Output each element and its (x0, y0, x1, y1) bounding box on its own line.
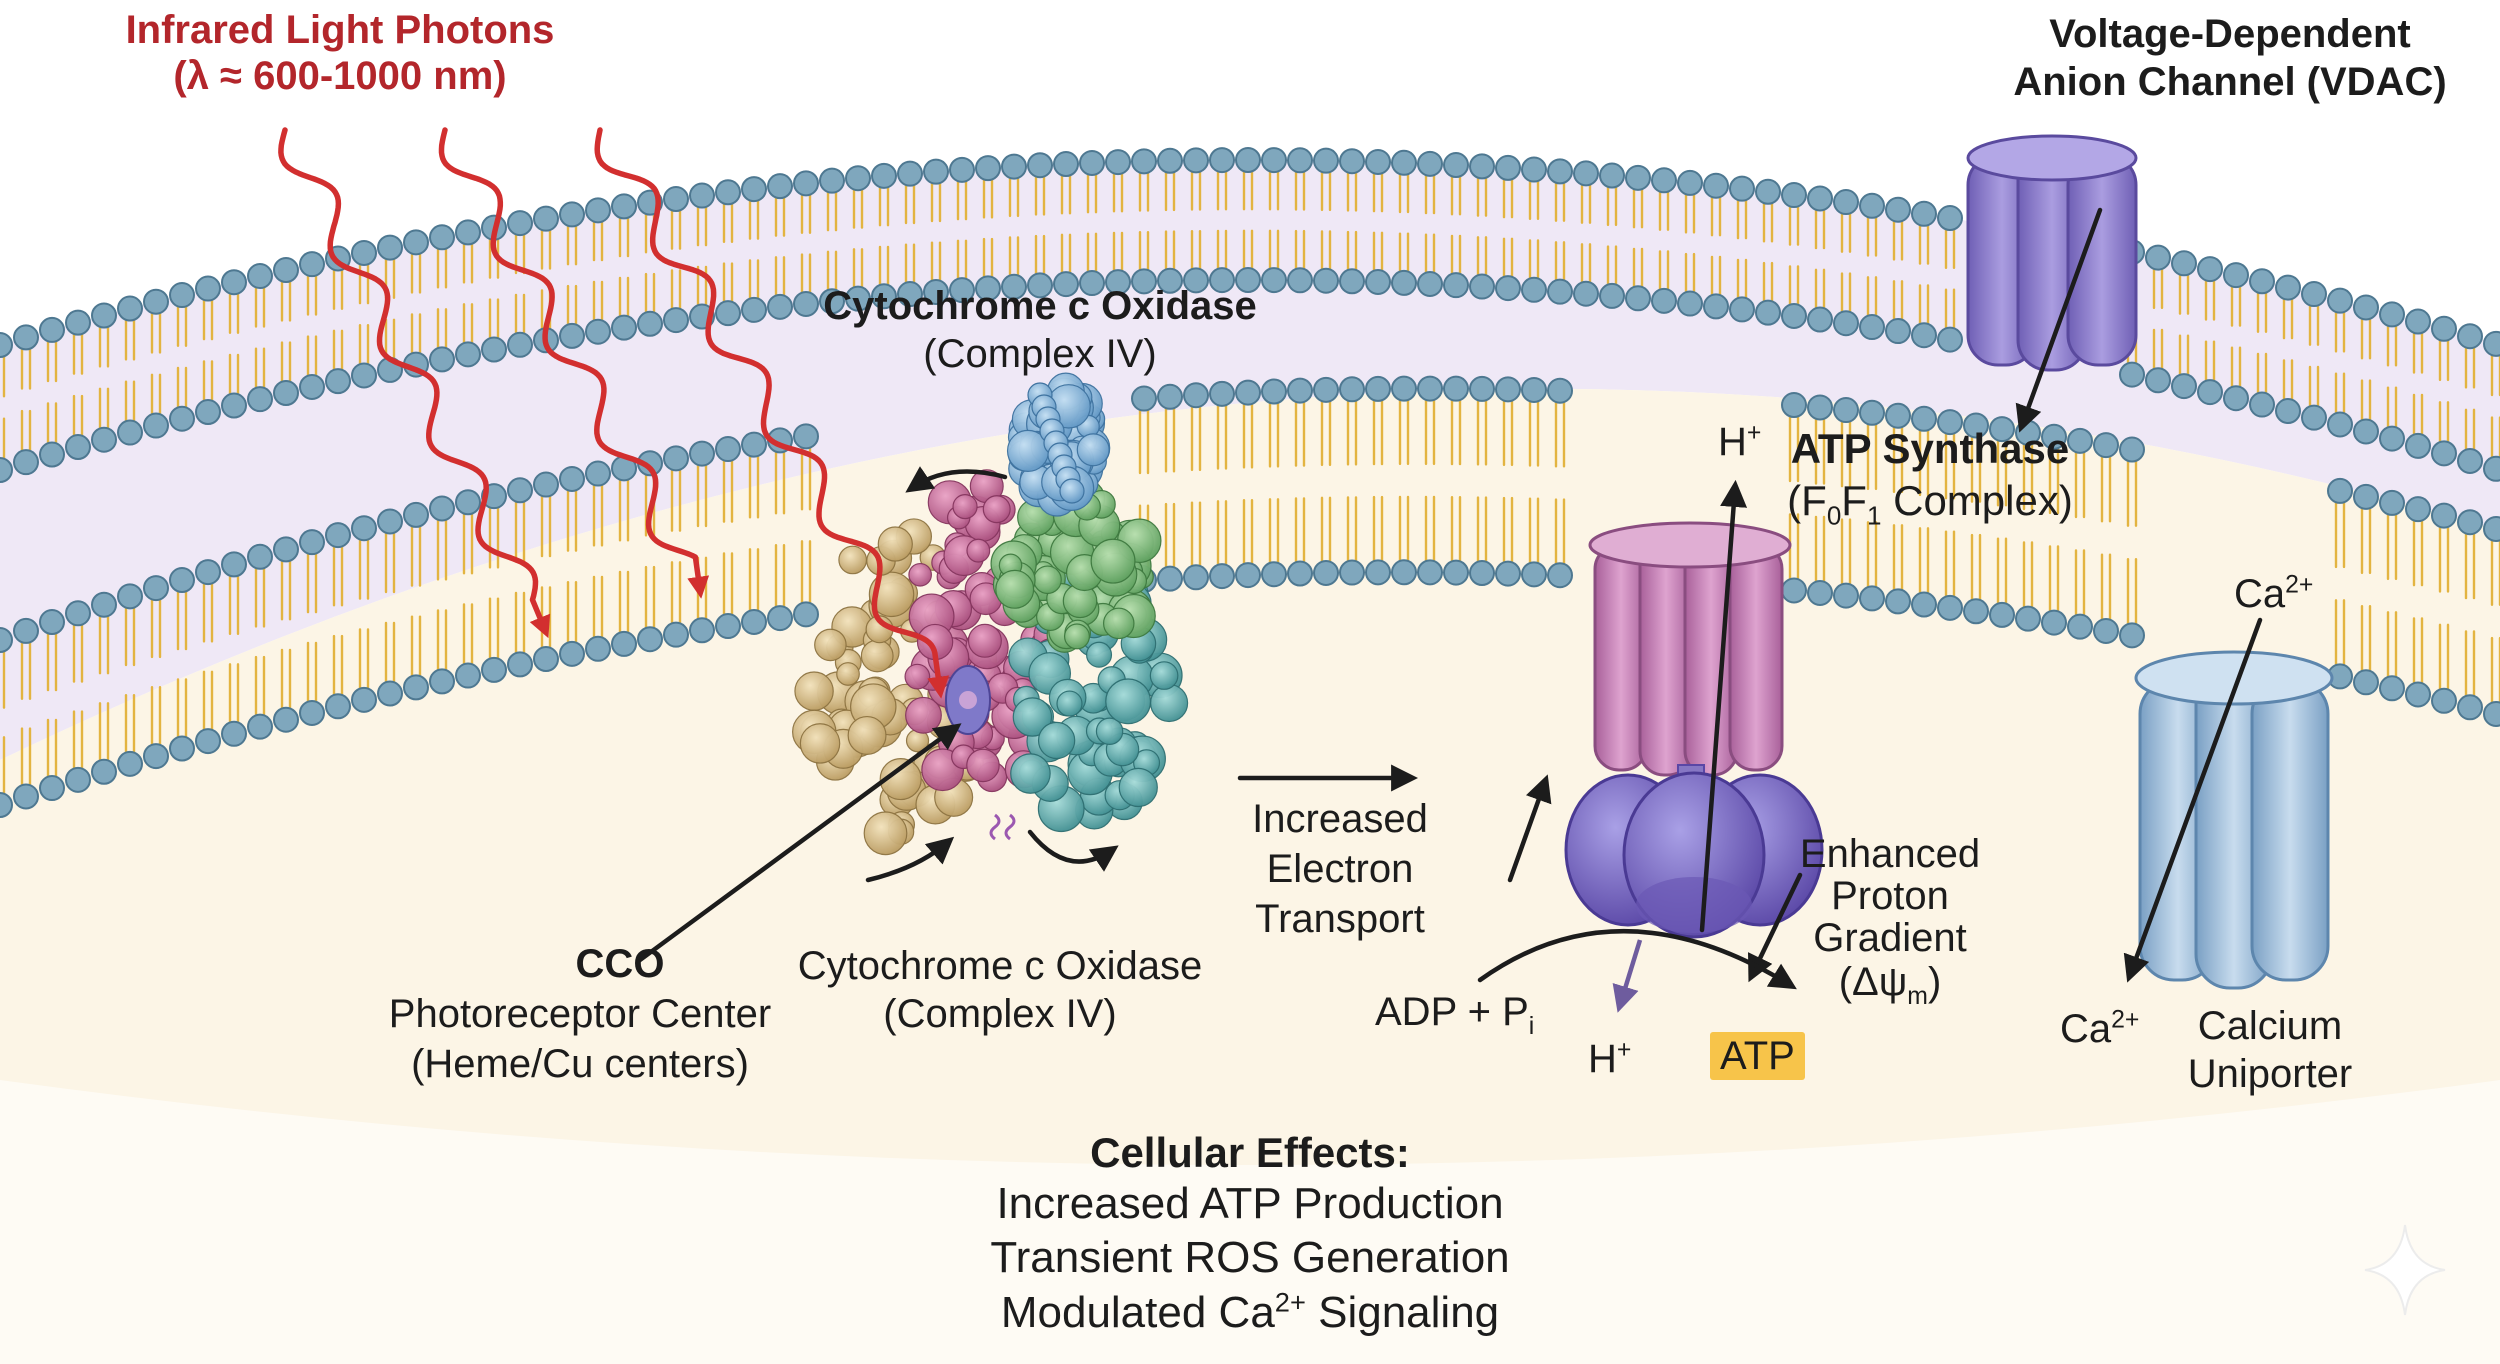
gradient-arrow (1748, 872, 1803, 983)
effect-atp-production: Increased ATP Production (996, 1179, 1504, 1228)
electron-transport-line3: Transport (1255, 897, 1425, 941)
calcium-uptake-arrow (2123, 617, 2263, 983)
cco-pointer-arrow (637, 723, 962, 963)
cytochrome-c-oxidase-protein (792, 372, 1189, 856)
ca-bottom-label: Ca2+ (2060, 1006, 2140, 1051)
infrared-title: Infrared Light Photons (125, 8, 555, 52)
adp-pi-label: ADP + Pi (1375, 990, 1535, 1040)
effects-title: Cellular Effects: (1090, 1129, 1410, 1176)
photon-wave-icon (594, 127, 950, 699)
cco-bottom-subtitle: (Complex IV) (883, 992, 1117, 1036)
rotation-arrow-left (865, 836, 955, 883)
effect-ros-generation: Transient ROS Generation (990, 1233, 1510, 1282)
cco-bottom-title: Cytochrome c Oxidase (797, 944, 1203, 988)
electron-transport-line2: Electron (1266, 847, 1414, 891)
photon-wave-icon (278, 127, 551, 639)
h-plus-bottom: H+ (1588, 1036, 1632, 1081)
atp-synthase-title: ATP Synthase (1790, 425, 2070, 472)
atp-synthase-subtitle: (F0F1 Complex) (1787, 477, 2073, 531)
inner-membrane (0, 375, 2500, 818)
gradient-symbol: (Δψm) (1838, 960, 1942, 1010)
rotation-arrow-top (905, 466, 1008, 493)
photon-wave-icon (438, 127, 710, 599)
vdac-transport-arrow (2015, 207, 2103, 433)
cco-abbrev: CCO (575, 942, 665, 986)
proton-pump-arrow (1699, 479, 1748, 933)
photoreceptor-core (945, 665, 1016, 841)
vdac-label-line2: Anion Channel (VDAC) (2013, 60, 2447, 104)
photoreceptor-line1: Photoreceptor Center (388, 992, 772, 1036)
uniporter-line1: Calcium (2197, 1004, 2343, 1048)
gradient-line3: Gradient (1813, 916, 1967, 960)
electron-transport-line1: Increased (1252, 797, 1428, 841)
cco-top-subtitle: (Complex IV) (923, 332, 1157, 376)
flow-arrows (637, 207, 2263, 990)
sparkle-icon (2364, 1224, 2446, 1316)
calcium-uniporter (2134, 650, 2334, 990)
uniporter-line2: Uniporter (2187, 1052, 2353, 1096)
atp-label: ATP (1710, 1032, 1805, 1080)
effect-calcium-signaling: Modulated Ca2+ Signaling (1000, 1286, 1500, 1337)
vdac-label-line1: Voltage-Dependent (2049, 12, 2411, 56)
photoreceptor-line2: (Heme/Cu centers) (411, 1042, 749, 1086)
lower-fade (0, 1080, 2500, 1364)
infrared-photon-arrows (278, 127, 950, 699)
h-plus-top: H+ (1718, 419, 1762, 464)
cco-top-title: Cytochrome c Oxidase (823, 284, 1257, 328)
adp-to-atp-arrow (1477, 929, 1797, 990)
gradient-line1: Enhanced (1799, 832, 1981, 876)
gradient-line2: Proton (1831, 874, 1949, 918)
atp-synthase (1564, 521, 1824, 939)
rotation-arrow-right (1027, 829, 1119, 872)
vdac-channel (1966, 134, 2138, 372)
proton-flow-arrow (1507, 774, 1552, 883)
ca-top-label: Ca2+ (2234, 571, 2314, 616)
proton-release-arrow (1612, 939, 1643, 1013)
outer-membrane (0, 147, 2500, 483)
infrared-wavelength: (λ ≈ 600-1000 nm) (173, 54, 507, 98)
